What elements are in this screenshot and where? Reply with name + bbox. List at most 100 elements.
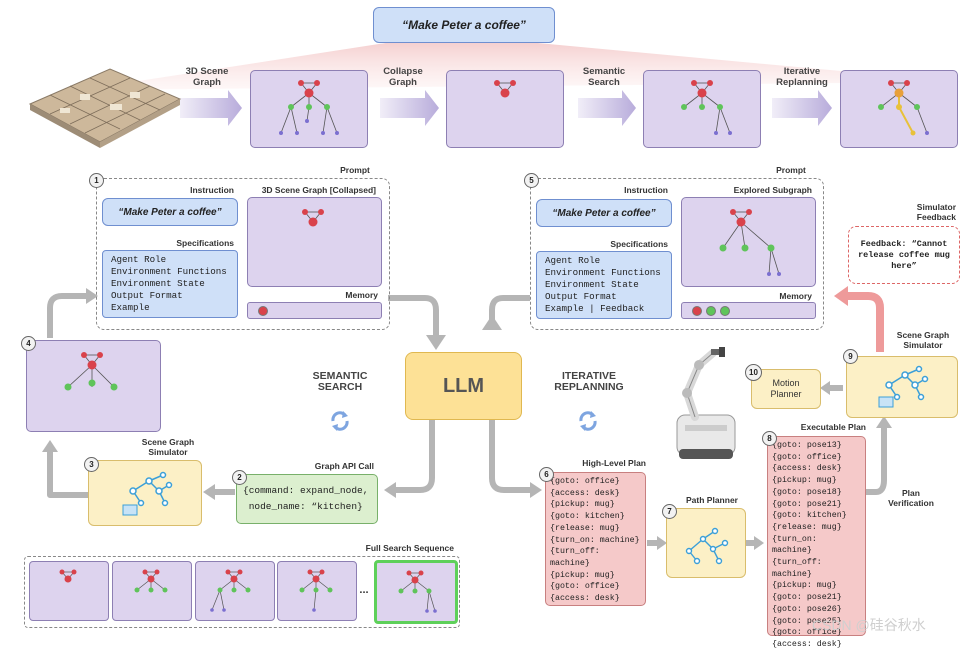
step-10-label: Motion Planner bbox=[770, 378, 802, 399]
top-graph-collapsed bbox=[446, 70, 564, 148]
semantic-search-label: SEMANTIC SEARCH bbox=[312, 370, 368, 393]
sequence-step bbox=[195, 561, 275, 621]
plan-line: {pickup: mug} bbox=[772, 581, 837, 591]
plan-line: {turn_off: machine} bbox=[772, 558, 822, 579]
plan-line: {goto: pose25} bbox=[772, 616, 842, 626]
spec-line: Output Format bbox=[545, 291, 617, 302]
plan-line: {goto: kitchen} bbox=[772, 511, 847, 521]
top-graph-full bbox=[250, 70, 368, 148]
right-specifications-box: Agent Role Environment Functions Environ… bbox=[536, 251, 672, 319]
scene-graph-explored-icon bbox=[719, 209, 781, 276]
simulator-feedback-box: Feedback: “Cannot release coffee mug her… bbox=[848, 226, 960, 284]
step-3-simulator-box bbox=[88, 460, 202, 526]
full-search-frame bbox=[24, 556, 460, 628]
scene-graph-explored-icon bbox=[681, 80, 732, 135]
step-6-plan-box: {goto: office} {access: desk} {pickup: m… bbox=[545, 472, 646, 606]
spec-line: Example bbox=[111, 302, 150, 313]
spec-line: Example | Feedback bbox=[545, 303, 645, 314]
stage-label-3d-scene-graph: 3D Scene Graph bbox=[185, 66, 229, 88]
plan-line: {goto: office} bbox=[772, 628, 842, 638]
memory-node-red bbox=[258, 306, 268, 316]
sequence-step bbox=[277, 561, 357, 621]
step-4-graph-panel bbox=[26, 340, 161, 432]
simulator-feedback-label: Simulator Feedback bbox=[916, 202, 956, 222]
step-2-api-call-box: {command: expand_node, node_name: “kitch… bbox=[236, 474, 378, 524]
sequence-step-final bbox=[374, 560, 458, 624]
right-graph-label: Explored Subgraph bbox=[733, 185, 812, 195]
plan-line: {pickup: mug} bbox=[550, 570, 615, 580]
loop-refresh-icon bbox=[579, 411, 597, 431]
step-1-badge: 1 bbox=[89, 173, 104, 188]
building-3d-model-icon bbox=[28, 68, 182, 148]
scene-graph-simulator-icon bbox=[878, 365, 929, 408]
step-2-label: Graph API Call bbox=[314, 461, 374, 471]
right-instruction-bubble: “Make Peter a coffee” bbox=[536, 199, 672, 227]
step-10-badge: 10 bbox=[745, 364, 762, 381]
plan-line: {access: desk} bbox=[772, 639, 842, 649]
scene-graph-full-icon bbox=[279, 80, 339, 135]
right-explored-graph-panel bbox=[681, 197, 816, 287]
step-8-executable-plan-box: {goto: pose13} {goto: office} {access: d… bbox=[767, 436, 866, 649]
llm-box: LLM bbox=[405, 352, 522, 420]
spec-line: Environment Functions bbox=[111, 266, 227, 277]
right-memory-bar bbox=[681, 302, 816, 319]
top-flow-arrows bbox=[180, 90, 832, 126]
spec-line: Output Format bbox=[111, 290, 183, 301]
plan-line: {access: desk} bbox=[772, 464, 842, 474]
left-memory-label: Memory bbox=[345, 290, 378, 300]
right-specifications-label: Specifications bbox=[610, 239, 668, 249]
path-planner-graph-icon bbox=[685, 527, 729, 565]
sequence-step bbox=[112, 561, 192, 621]
plan-line: {turn_off: machine} bbox=[550, 547, 600, 568]
left-graph-label: 3D Scene Graph [Collapsed] bbox=[261, 185, 376, 195]
plan-line: {access: desk} bbox=[550, 594, 620, 604]
plan-line: {turn_on: machine} bbox=[772, 534, 817, 556]
plan-line: {goto: pose18} bbox=[772, 487, 842, 497]
top-graph-semantic-search bbox=[643, 70, 761, 148]
left-memory-bar bbox=[247, 302, 382, 319]
spec-line: Environment State bbox=[545, 279, 639, 290]
top-instruction-bubble: “Make Peter a coffee” bbox=[373, 7, 555, 43]
plan-line: {goto: office} bbox=[772, 452, 842, 462]
step-7-badge: 7 bbox=[662, 504, 677, 519]
plan-line: {goto: office} bbox=[550, 477, 620, 486]
plan-line: {pickup: mug} bbox=[772, 476, 837, 486]
left-prompt-title: Prompt bbox=[340, 165, 370, 175]
right-prompt-title: Prompt bbox=[776, 165, 806, 175]
step-8-badge: 8 bbox=[762, 431, 777, 446]
memory-node-red bbox=[692, 306, 702, 316]
scene-graph-simulator-icon bbox=[122, 471, 173, 516]
api-call-line: node_name: “kitchen} bbox=[243, 501, 363, 512]
stage-label-iterative-replanning: Iterative Replanning bbox=[776, 66, 828, 88]
left-specifications-label: Specifications bbox=[176, 238, 234, 248]
plan-line: {access: desk} bbox=[550, 488, 620, 498]
scene-graph-collapsed-icon bbox=[302, 209, 324, 227]
step-4-badge: 4 bbox=[21, 336, 36, 351]
scene-graph-path-icon bbox=[878, 80, 929, 136]
right-instruction-label: Instruction bbox=[624, 185, 668, 195]
scene-graph-collapsed-icon bbox=[494, 80, 516, 98]
plan-line: {turn_on: machine} bbox=[550, 535, 640, 545]
plan-line: {goto: pose26} bbox=[772, 604, 842, 614]
spec-line: Environment State bbox=[111, 278, 205, 289]
step-9-badge: 9 bbox=[843, 349, 858, 364]
step-3-label: Scene Graph Simulator bbox=[141, 437, 195, 457]
plan-line: {release: mug} bbox=[550, 523, 620, 533]
plan-line: {release: mug} bbox=[772, 522, 842, 532]
right-memory-label: Memory bbox=[779, 291, 812, 301]
left-instruction-bubble: “Make Peter a coffee” bbox=[102, 198, 238, 226]
step-6-label: High-Level Plan bbox=[582, 458, 646, 468]
plan-line: {goto: pose13} bbox=[772, 441, 842, 450]
stage-label-collapse-graph: Collapse Graph bbox=[383, 66, 423, 88]
step-3-badge: 3 bbox=[84, 457, 99, 472]
step-6-badge: 6 bbox=[539, 467, 554, 482]
right-prompt-frame bbox=[530, 178, 824, 330]
step-8-label: Executable Plan bbox=[800, 422, 866, 432]
step-10-motion-planner-box: Motion Planner bbox=[751, 369, 821, 409]
step-9-simulator-box bbox=[846, 356, 958, 418]
spec-line: Environment Functions bbox=[545, 267, 661, 278]
api-call-line: {command: expand_node, bbox=[243, 485, 369, 496]
sequence-step bbox=[29, 561, 109, 621]
plan-line: {goto: pose21} bbox=[772, 499, 842, 509]
plan-line: {goto: pose21} bbox=[772, 593, 842, 603]
